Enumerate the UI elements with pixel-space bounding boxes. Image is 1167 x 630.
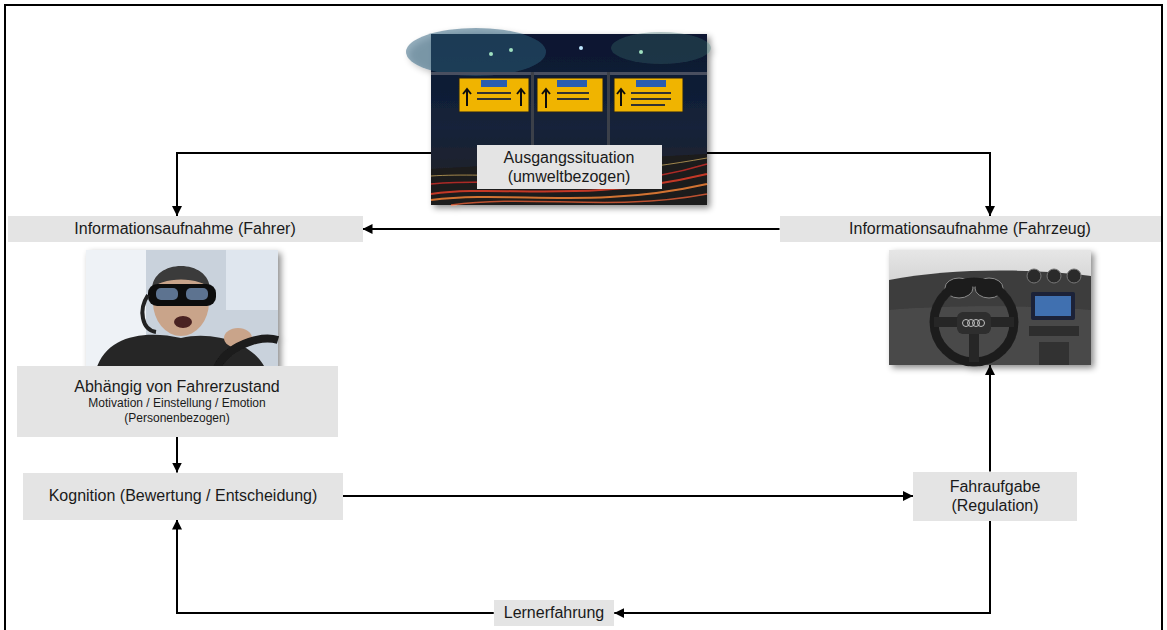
node-title: Fahraufgabe (Regulation)	[930, 477, 1060, 515]
street-photo-part	[636, 80, 666, 87]
street-photo-part	[631, 92, 671, 94]
flow-arrow	[989, 365, 991, 472]
driver-photo-part	[226, 250, 278, 310]
driver-photo-part	[86, 250, 278, 370]
node-body: Motivation / Einstellung / Emotion (Pers…	[72, 396, 282, 425]
car-interior-photo-part	[1039, 342, 1069, 365]
street-photo-part	[639, 50, 643, 54]
car-interior-photo-part	[889, 270, 1091, 365]
street-photo-part	[489, 52, 493, 56]
street-photo-part	[406, 28, 546, 76]
street-photo-part	[542, 89, 550, 108]
flow-arrow	[177, 520, 494, 614]
label-box: Lernerfahrung	[494, 600, 615, 626]
street-photo-part	[557, 98, 589, 100]
node-title: Ausgangssituation (umweltbezogen)	[489, 148, 649, 186]
car-interior-photo-part	[1031, 292, 1075, 320]
driver-photo-part	[142, 295, 156, 332]
street-photo-part	[611, 32, 711, 64]
flow-arrow	[343, 495, 913, 497]
car-interior-photo-part	[934, 282, 1014, 362]
street-photo-part	[617, 89, 625, 106]
car-interior-photo-part	[1029, 326, 1079, 336]
car-interior-photo-part	[957, 312, 991, 334]
street-photo-part	[631, 104, 665, 106]
street-photo-part	[509, 48, 513, 52]
label-box: Fahraufgabe (Regulation)	[913, 472, 1077, 521]
car-interior-photo-part	[978, 320, 985, 327]
label-box: Kognition (Bewertung / Entscheidung)	[23, 473, 343, 520]
driver-photo-part	[148, 284, 216, 306]
street-photo-part	[431, 72, 707, 75]
driver-photo	[86, 250, 278, 370]
node-title: Kognition (Bewertung / Entscheidung)	[49, 486, 318, 505]
node-title: Informationsaufnahme (Fahrzeug)	[849, 219, 1091, 238]
node-title: Informationsaufnahme (Fahrer)	[74, 219, 295, 238]
street-photo-part	[451, 194, 707, 205]
street-photo-part	[537, 78, 603, 112]
street-photo-part	[517, 89, 525, 106]
street-photo-part	[631, 98, 671, 100]
car-interior-photo-part	[889, 250, 1091, 365]
street-photo-part	[459, 78, 529, 112]
node-title: Lernerfahrung	[504, 603, 605, 622]
street-photo-part	[463, 89, 471, 106]
car-interior-photo-part	[1067, 269, 1081, 283]
street-photo-part	[477, 92, 511, 94]
outer-frame	[5, 5, 1162, 630]
flow-arrow	[662, 153, 991, 216]
street-photo-part	[614, 78, 683, 112]
label-box: Ausgangssituation (umweltbezogen)	[477, 145, 662, 189]
street-photo-part	[557, 92, 589, 94]
car-interior-photo	[889, 250, 1091, 365]
street-photo-part	[477, 98, 511, 100]
street-photo-part	[481, 80, 507, 87]
driver-photo-part	[156, 288, 178, 300]
label-box: Informationsaufnahme (Fahrzeug)	[780, 216, 1161, 242]
car-interior-photo-part	[1027, 269, 1041, 283]
street-photo	[406, 28, 711, 205]
driver-photo-part	[174, 316, 192, 328]
car-interior-photo-part	[1047, 269, 1061, 283]
street-photo-part	[579, 46, 583, 50]
street-photo-part	[557, 80, 587, 87]
flow-arrow	[176, 437, 178, 473]
label-box: Abhängig von FahrerzustandMotivation / E…	[17, 366, 338, 437]
car-interior-photo-part	[1035, 296, 1071, 316]
label-box: Informationsaufnahme (Fahrer)	[8, 216, 363, 242]
flow-arrow	[363, 228, 780, 230]
node-title: Abhängig von Fahrerzustand	[74, 377, 279, 396]
flow-arrow	[614, 521, 990, 614]
driver-photo-part	[186, 288, 208, 300]
